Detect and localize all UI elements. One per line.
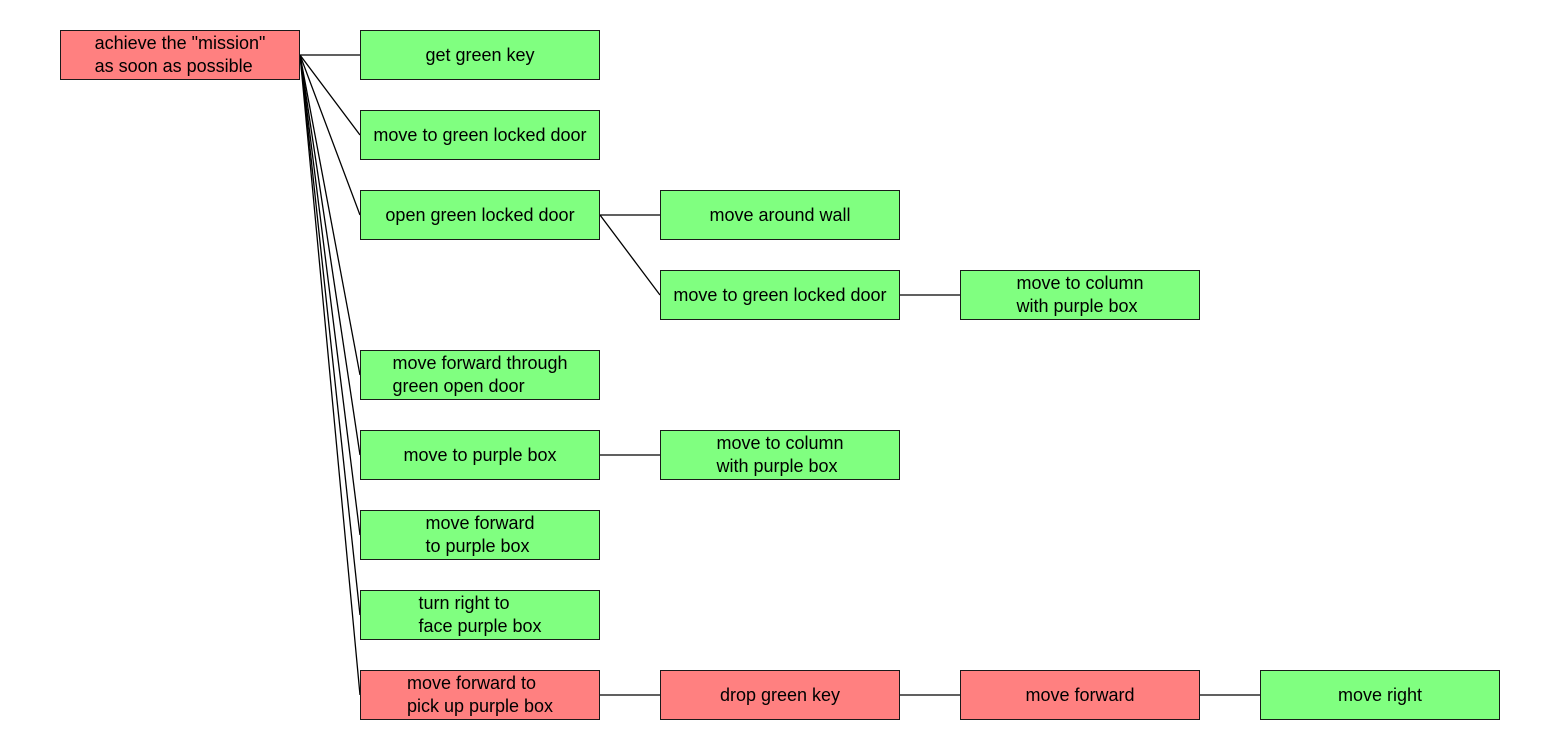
node-label: move to green locked door: [673, 284, 887, 305]
node-label: move forward to purple box: [425, 513, 535, 556]
node-drop-green-key: drop green key: [660, 670, 900, 720]
node-label: move around wall: [709, 204, 851, 225]
node-label: move right: [1337, 684, 1423, 705]
edge-root-n2: [299, 54, 361, 136]
node-label: turn right to face purple box: [418, 593, 542, 636]
node-move-to-column-with-purple-box: move to column with purple box: [960, 270, 1200, 320]
node-move-forward-through-door: move forward through green open door: [360, 350, 600, 400]
node-move-around-wall: move around wall: [660, 190, 900, 240]
node-label: open green locked door: [385, 204, 575, 225]
node-label: move to column with purple box: [716, 433, 844, 476]
node-label: drop green key: [719, 684, 841, 705]
node-move-to-green-locked-door-sub: move to green locked door: [660, 270, 900, 320]
node-label: get green key: [425, 44, 535, 65]
edge-root-n3: [299, 54, 361, 216]
node-move-forward-to-purple-box: move forward to purple box: [360, 510, 600, 560]
node-move-forward: move forward: [960, 670, 1200, 720]
node-label: move forward to pick up purple box: [406, 673, 554, 716]
node-move-forward-pick-up-purple-box: move forward to pick up purple box: [360, 670, 600, 720]
node-open-green-locked-door: open green locked door: [360, 190, 600, 240]
node-move-right: move right: [1260, 670, 1500, 720]
node-achieve-mission: achieve the "mission" as soon as possibl…: [60, 30, 300, 80]
node-get-green-key: get green key: [360, 30, 600, 80]
edge-n3-n3b: [599, 214, 661, 296]
edge-root-n6: [299, 54, 361, 536]
node-label: move to purple box: [403, 444, 557, 465]
node-move-to-column-with-purple-box-2: move to column with purple box: [660, 430, 900, 480]
edge-root-n4: [299, 54, 361, 376]
node-turn-right-face-purple-box: turn right to face purple box: [360, 590, 600, 640]
edge-root-n8: [299, 54, 361, 696]
edge-root-n5: [299, 54, 361, 456]
node-label: move to column with purple box: [1016, 273, 1144, 316]
node-move-to-green-locked-door: move to green locked door: [360, 110, 600, 160]
node-label: achieve the "mission" as soon as possibl…: [94, 33, 266, 76]
edge-root-n7: [299, 54, 361, 616]
node-label: move forward: [1025, 684, 1135, 705]
node-label: move forward through green open door: [392, 353, 568, 396]
node-label: move to green locked door: [373, 124, 587, 145]
node-move-to-purple-box: move to purple box: [360, 430, 600, 480]
